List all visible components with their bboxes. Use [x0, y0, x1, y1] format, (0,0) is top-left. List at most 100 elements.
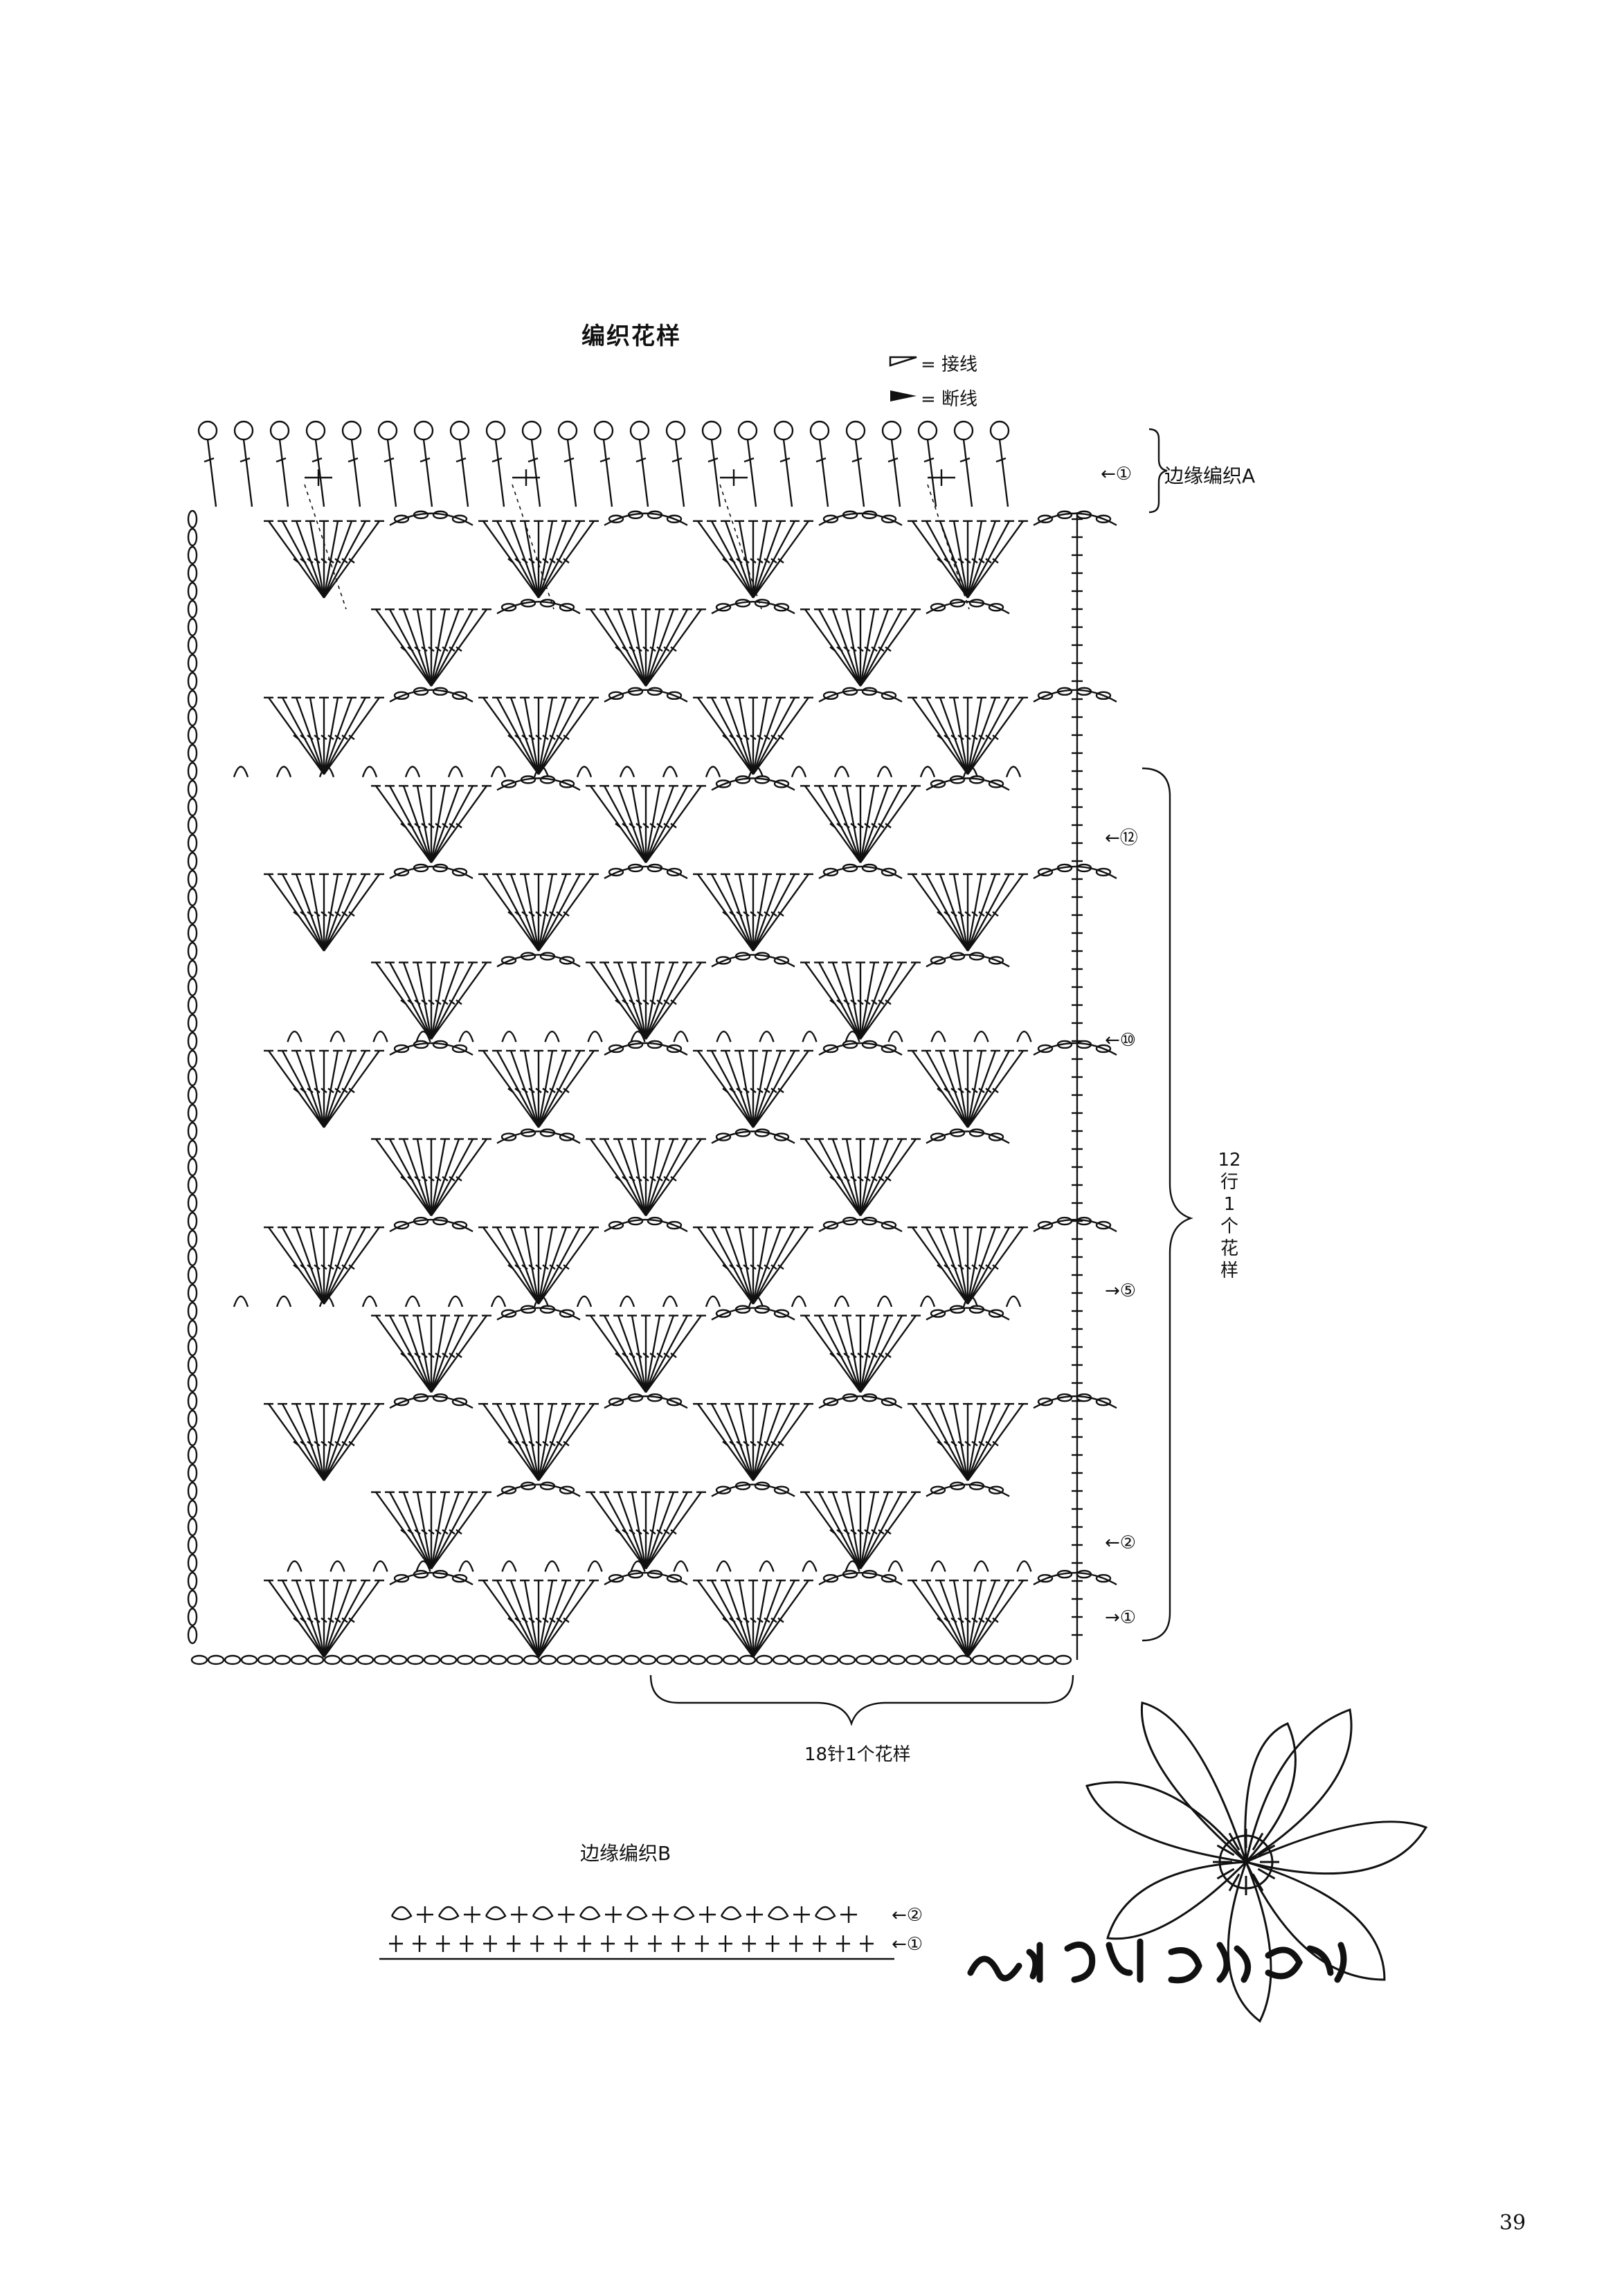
chain-arc [711, 1307, 795, 1321]
double-crochet [966, 697, 997, 775]
picot-loop [619, 1295, 635, 1308]
main-title: 编织花样 [581, 323, 681, 350]
double-crochet [752, 1050, 782, 1128]
double-crochet [509, 1227, 540, 1305]
double-crochet-bar [556, 911, 563, 917]
double-crochet [697, 1403, 754, 1481]
double-crochet-bar [549, 558, 556, 564]
double-crochet-bar [400, 1175, 407, 1182]
chain-stitch [1076, 687, 1092, 696]
double-crochet-bar [843, 1529, 850, 1535]
lotus-stamen [1252, 1873, 1264, 1892]
repeat-rows-char: 1 [1223, 1194, 1236, 1215]
double-crochet-bar [629, 822, 635, 829]
double-crochet-bar [878, 1529, 885, 1535]
double-crochet-bar [950, 1440, 957, 1447]
repeat-rows-brace [1142, 767, 1193, 1642]
double-crochet-bar [563, 1264, 570, 1270]
double-crochet-bar [992, 558, 999, 564]
legend-cut-yarn: = 断线 [921, 389, 978, 410]
chain-stitch [949, 1481, 966, 1490]
double-crochet-bar [864, 1529, 871, 1535]
double-crochet-bar [957, 734, 964, 741]
repeat-rows-char: 个 [1220, 1216, 1238, 1237]
double-crochet-bar [435, 999, 442, 1005]
double-crochet-bar [649, 1529, 656, 1535]
chain-stitch [715, 603, 732, 612]
double-crochet-bar [321, 911, 327, 917]
chain-stitch [559, 1132, 575, 1141]
double-crochet-bar [770, 558, 777, 564]
double-crochet-bar [321, 1264, 327, 1270]
double-crochet-bar [407, 1529, 414, 1535]
double-crochet [430, 1492, 474, 1570]
picot-loop [372, 1560, 388, 1572]
repeat-rows-char: 样 [1220, 1260, 1238, 1281]
double-crochet [323, 1050, 339, 1128]
tall-stitch-bar [959, 457, 971, 463]
double-crochet-bar [442, 1353, 449, 1358]
double-crochet [966, 697, 1011, 775]
double-crochet [537, 521, 581, 599]
picot-loop [748, 1295, 764, 1308]
double-crochet-bar [421, 1353, 428, 1358]
double-crochet [538, 874, 595, 952]
double-crochet [752, 1403, 796, 1481]
tall-stitch-bar [312, 457, 323, 463]
picot-loop [630, 1031, 646, 1042]
edge-chain-stitch [187, 1391, 198, 1411]
double-crochet-bar [757, 558, 764, 564]
double-crochet [537, 521, 554, 598]
edge-chain-stitch [187, 1193, 198, 1213]
double-crochet [925, 697, 969, 775]
chain-stitch [705, 1654, 723, 1665]
lotus-stamen [1228, 1873, 1240, 1892]
picot-loop [501, 1031, 517, 1042]
double-crochet [509, 874, 540, 952]
chain-stitch [734, 599, 751, 608]
double-crochet [831, 1139, 862, 1216]
double-crochet-bar [985, 1440, 992, 1447]
tall-stitch-bar [348, 457, 359, 463]
chain-stitch [988, 779, 1004, 788]
chain-stitch [489, 1654, 507, 1665]
double-crochet-bar [843, 999, 850, 1005]
double-crochet [845, 1139, 862, 1216]
double-crochet [966, 697, 983, 775]
edge-chain-stitch [187, 1211, 198, 1231]
double-crochet [523, 874, 540, 951]
double-crochet-bar [743, 1617, 750, 1623]
double-crochet [752, 521, 796, 599]
double-crochet [804, 1138, 861, 1217]
double-crochet [537, 1403, 554, 1481]
double-crochet-bar [442, 646, 449, 652]
double-crochet-bar [414, 1529, 421, 1535]
double-crochet [804, 608, 861, 687]
double-crochet [859, 1492, 903, 1570]
double-crochet [496, 1227, 540, 1305]
chain-stitch [988, 1654, 1006, 1665]
double-crochet [752, 1227, 796, 1305]
double-crochet [860, 1491, 917, 1570]
picot-loop [576, 766, 593, 777]
double-crochet [644, 1315, 661, 1393]
picot-loop [759, 1560, 775, 1572]
double-crochet [402, 1315, 433, 1393]
chain-stitch [930, 1309, 946, 1318]
chain-stitch [423, 1654, 441, 1665]
double-crochet-bar [293, 1617, 300, 1623]
edge-chain-stitch [187, 923, 198, 943]
picot-loop [458, 1031, 474, 1042]
double-crochet-bar [407, 822, 414, 829]
double-crochet [631, 962, 647, 1040]
double-crochet [644, 1315, 675, 1393]
chain-stitch [842, 1040, 858, 1049]
edge-chain-stitch [187, 725, 198, 745]
double-crochet-bar [871, 999, 878, 1005]
chain-stitch [190, 1654, 208, 1665]
double-crochet-bar [528, 734, 535, 741]
double-crochet-bar [556, 1264, 563, 1270]
chain-stitch [500, 603, 517, 612]
popcorn-stitch [485, 420, 506, 441]
chain-stitch [822, 867, 839, 877]
